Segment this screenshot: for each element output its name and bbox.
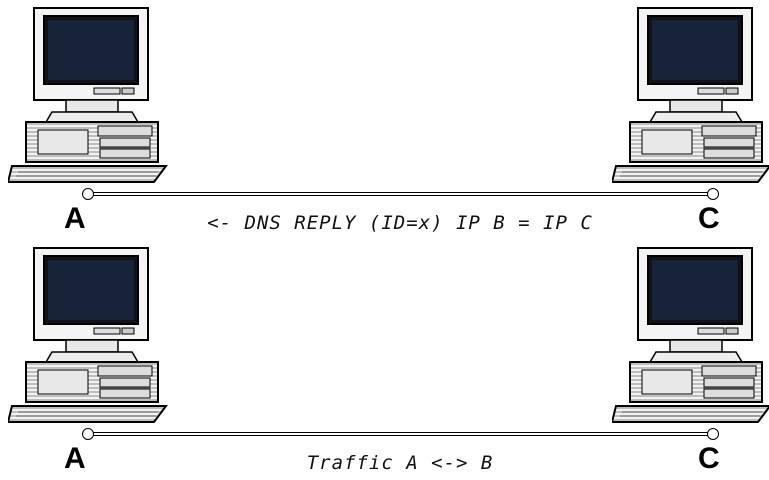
node-a-label: A [64,202,86,235]
corner-mark: ' [622,0,626,10]
network-link [88,192,712,199]
dns-reply-message: <- DNS REPLY (ID=x) IP B = IP C [207,212,593,234]
node-c-label: C [698,442,720,475]
diagram-panel-top: ' A C <- DNS REPLY (ID=x) IP B = IP C [0,0,769,235]
desktop-computer-icon [8,6,170,184]
diagram-panel-bottom: A C Traffic A <-> B [0,240,769,480]
desktop-computer-icon [612,246,769,424]
desktop-computer-icon [8,246,170,424]
traffic-message: Traffic A <-> B [306,452,494,474]
node-c-connector [707,188,719,200]
network-link [88,432,712,439]
node-a-label: A [64,442,86,475]
node-a-connector [82,428,94,440]
node-c-label: C [698,202,720,235]
node-a-connector [82,188,94,200]
node-c-connector [707,428,719,440]
desktop-computer-icon [612,6,769,184]
